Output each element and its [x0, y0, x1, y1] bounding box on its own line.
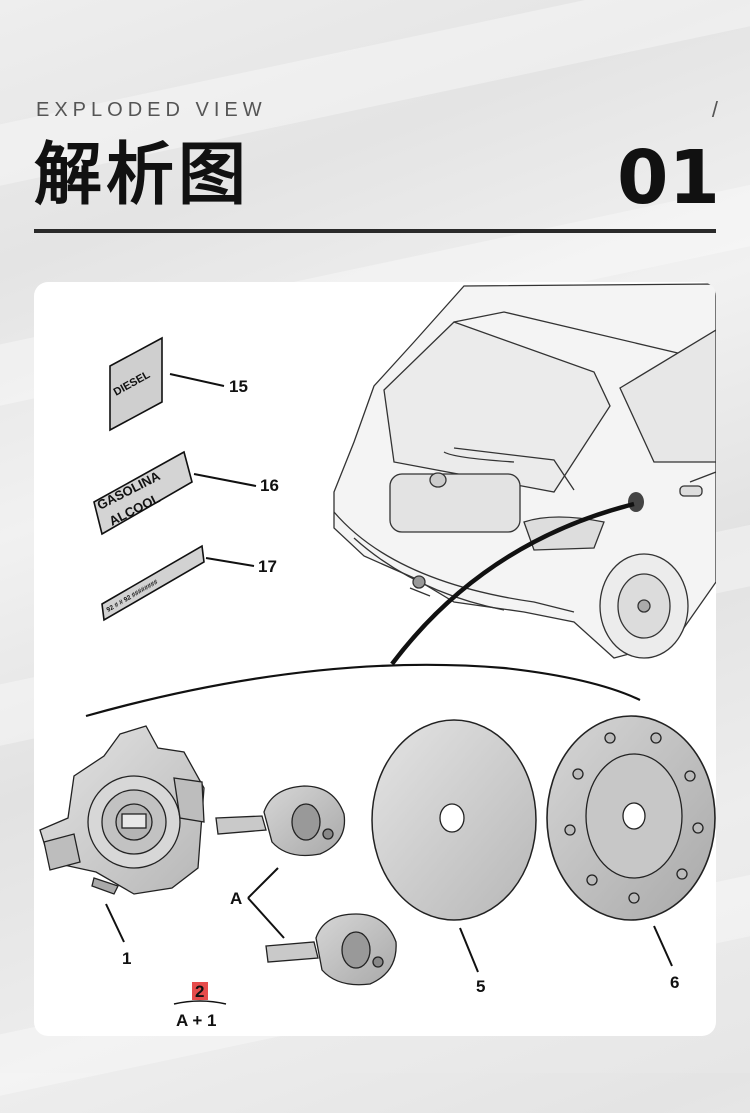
callout-a: A — [230, 889, 242, 908]
callout-line-1 — [105, 903, 125, 943]
callout-15: 15 — [229, 377, 248, 396]
decal-plate: 92 # # 92 ######## — [101, 544, 205, 622]
detail-leader-line — [390, 501, 635, 666]
callout-line-6 — [653, 925, 673, 967]
kit-formula: A + 1 — [176, 1011, 216, 1030]
exploded-view-card: DIESEL 15 GASOLINA ALCOOL 16 92 # # 92 #… — [34, 282, 716, 1036]
part-key-lower — [265, 913, 397, 986]
callout-line-5 — [459, 927, 479, 973]
part-key-upper — [215, 785, 346, 857]
callout-line-15 — [169, 373, 225, 387]
page-title: 解析图 — [34, 136, 251, 215]
part-inner-cap-plate — [371, 719, 537, 921]
section-number: 01 — [617, 135, 720, 221]
kit-count-highlight — [192, 982, 208, 1000]
fuel-door-location — [628, 492, 644, 512]
decal-gasolina-alcool: GASOLINA ALCOOL — [93, 450, 193, 536]
callout-16: 16 — [260, 476, 279, 495]
section-slash: / — [711, 97, 718, 122]
decal-diesel: DIESEL — [109, 336, 163, 432]
callout-5: 5 — [476, 977, 485, 996]
part-outer-fuel-door — [546, 715, 716, 921]
car-rear-illustration — [333, 283, 716, 659]
callout-line-a-lower — [247, 897, 285, 939]
callout-1: 1 — [122, 949, 131, 968]
callout-line-17 — [205, 557, 255, 567]
decal-plate-text: 92 # # 92 ######## — [106, 579, 160, 614]
kit-bracket — [173, 1000, 227, 1005]
callout-line-a-upper — [247, 867, 279, 899]
header-divider — [34, 229, 716, 233]
kit-count: 2 — [195, 982, 204, 1001]
callout-17: 17 — [258, 557, 277, 576]
section-eyebrow: EXPLODED VIEW — [36, 99, 267, 121]
part-filler-neck — [39, 725, 205, 895]
exploded-view-diagram: DIESEL 15 GASOLINA ALCOOL 16 92 # # 92 #… — [39, 283, 716, 1030]
callout-6: 6 — [670, 973, 679, 992]
callout-line-16 — [193, 473, 257, 487]
detail-bracket-arc — [85, 663, 641, 718]
